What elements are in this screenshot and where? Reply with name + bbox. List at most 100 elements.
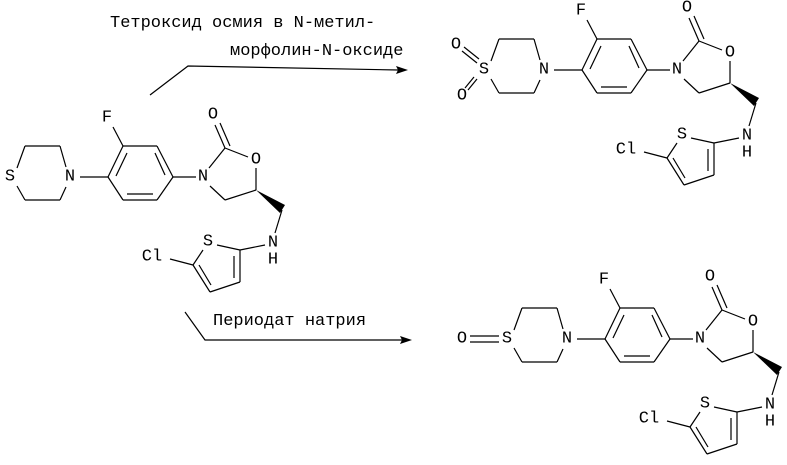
atom-label-s-oxo-1: O — [451, 36, 461, 55]
bond — [60, 187, 66, 200]
atom-label-cl: Cl — [639, 410, 659, 429]
bond — [193, 250, 203, 265]
bond — [691, 138, 714, 143]
bond — [696, 427, 708, 447]
bond — [737, 407, 762, 412]
bond — [707, 348, 722, 362]
atom-label-ring-o: O — [725, 44, 735, 63]
molecule-sulfone-product: SNFNOONHSClOO — [451, 0, 759, 185]
reagent-label: Периодат натрия — [213, 312, 366, 331]
bond — [225, 148, 248, 157]
bond — [714, 407, 737, 412]
bond — [707, 444, 737, 454]
bond — [629, 46, 639, 68]
arrow-line — [150, 66, 398, 95]
bond — [690, 412, 700, 427]
bond — [610, 289, 620, 308]
atom-label-s-oxo: O — [457, 330, 467, 349]
atom-label-cl: Cl — [142, 248, 162, 267]
atom-label-ring-n: N — [562, 330, 572, 349]
bond — [557, 308, 563, 329]
atom-label-carbonyl-o: O — [705, 268, 715, 287]
bond — [108, 146, 123, 177]
bond — [722, 352, 753, 362]
bond — [667, 421, 690, 427]
atom-label-ox-n: N — [198, 168, 208, 187]
bond — [155, 153, 165, 175]
atom-label-carbonyl-o: O — [208, 106, 218, 125]
atom-label-nh-h: H — [765, 413, 775, 432]
atom-label-thio-s: S — [203, 233, 213, 252]
atom-label-f: F — [576, 2, 586, 21]
atom-label-ring-s: S — [479, 61, 489, 80]
bond — [582, 70, 597, 93]
atom-label-ring-o: O — [251, 151, 261, 170]
atom-label-s-oxo-2: O — [457, 87, 467, 106]
bond — [582, 39, 597, 70]
bond — [210, 282, 240, 292]
bond — [113, 127, 123, 146]
bond — [699, 41, 722, 50]
bond — [17, 186, 25, 200]
bond — [215, 125, 225, 148]
bond — [108, 177, 123, 200]
reaction-arrow-2: Периодат натрия — [185, 312, 412, 344]
molecule-starting-material: SNFNOONHSCl — [5, 106, 285, 293]
reagent-label-line-2: морфолин-N-оксиде — [230, 42, 403, 61]
bond — [694, 16, 704, 39]
bond — [706, 310, 722, 330]
bond — [534, 39, 540, 60]
atom-label-ox-n: N — [672, 61, 682, 80]
bond — [514, 348, 522, 362]
bond — [462, 51, 477, 63]
bond — [491, 39, 499, 61]
bond — [464, 47, 479, 59]
bond — [275, 210, 282, 233]
bond — [689, 18, 699, 41]
atom-label-cl: Cl — [616, 141, 636, 160]
atom-label-ox-n: N — [695, 330, 705, 349]
reaction-arrow-1: Тетроксид осмия в N-метил- морфолин-N-ок… — [110, 14, 408, 95]
bond — [684, 175, 714, 185]
bond — [644, 152, 667, 158]
bond — [240, 245, 265, 250]
bond — [673, 158, 685, 178]
wedge-bond — [753, 352, 782, 375]
atom-label-carbonyl-o: O — [682, 0, 692, 18]
wedge-bond — [256, 190, 285, 213]
bond — [209, 148, 225, 168]
bond — [699, 83, 730, 93]
bond — [534, 80, 540, 93]
atom-label-nh-h: H — [268, 251, 278, 270]
molecule-sulfoxide-product: SNFNOONHSClO — [457, 268, 782, 455]
bond — [217, 245, 240, 250]
bond — [683, 41, 699, 61]
bond — [514, 308, 522, 330]
bond — [712, 287, 722, 310]
atom-label-ring-n: N — [539, 61, 549, 80]
bond — [605, 339, 620, 362]
atom-label-nh-h: H — [742, 144, 752, 163]
bond — [605, 308, 620, 339]
bond — [717, 285, 727, 308]
atom-label-thio-s: S — [700, 395, 710, 414]
bond — [468, 79, 477, 90]
reagent-label-line-1: Тетроксид осмия в N-метил- — [110, 14, 375, 33]
bond — [220, 123, 230, 146]
bond — [652, 315, 662, 337]
atom-label-f: F — [599, 271, 609, 290]
wedge-bond — [730, 83, 759, 106]
atom-label-thio-s: S — [677, 126, 687, 145]
bond — [157, 177, 173, 200]
atom-label-ring-o: O — [748, 313, 758, 332]
bond — [631, 70, 647, 93]
bond — [684, 79, 699, 93]
bond — [60, 146, 66, 167]
bond — [749, 103, 756, 126]
bond — [170, 259, 193, 265]
atom-label-ring-s: S — [5, 168, 15, 187]
bond — [654, 339, 670, 362]
bond — [225, 190, 256, 200]
bond — [714, 138, 739, 143]
